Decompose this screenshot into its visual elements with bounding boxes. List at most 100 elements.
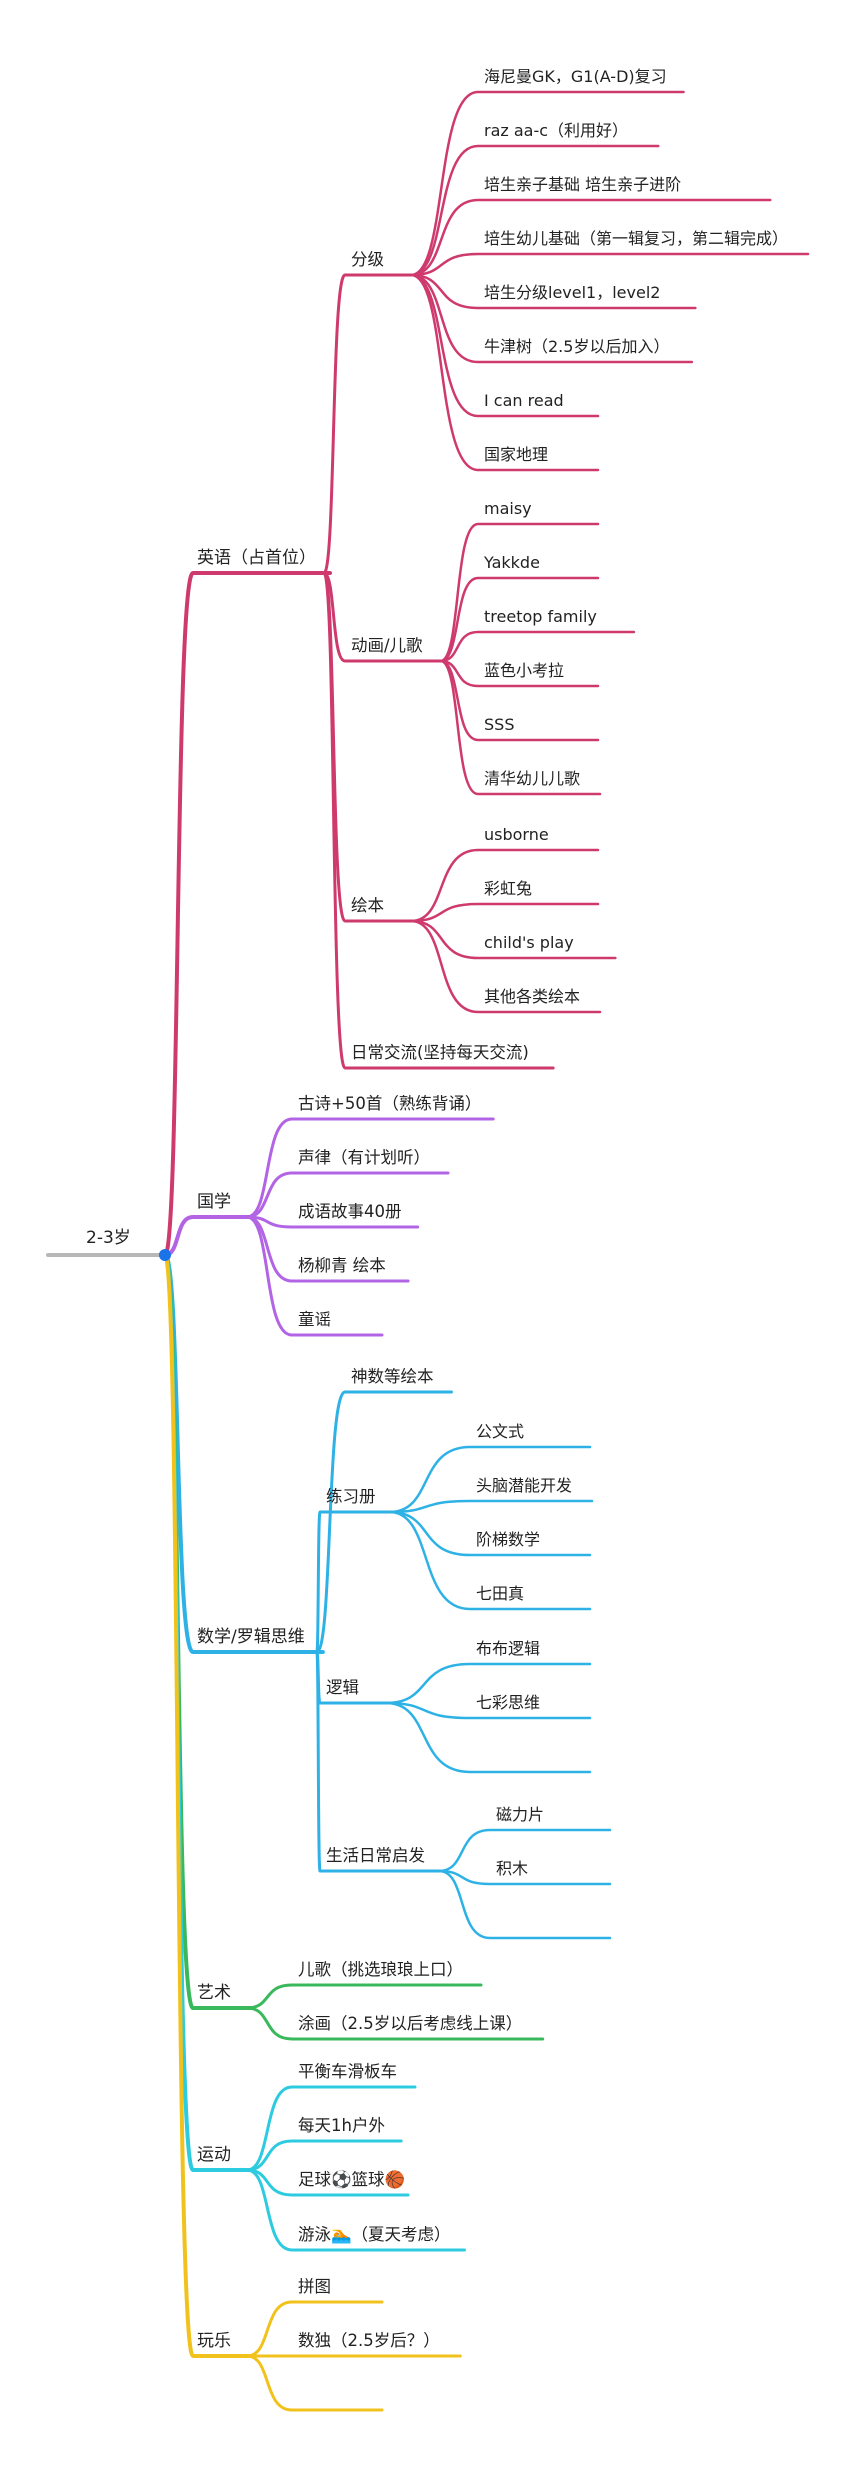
node-line-english-3 (322, 571, 555, 1070)
leaf-line-math-3-0 (437, 1828, 612, 1873)
leaf-line-english-0-1 (409, 144, 660, 277)
node-line-play-2 (245, 2354, 384, 2412)
leaf-label-math-1-2: 阶梯数学 (476, 1530, 540, 1549)
leaf-label-english-2-3: 其他各类绘本 (484, 987, 580, 1006)
node-line-guoxue-4 (245, 1215, 384, 1337)
node-label-play-0: 拼图 (298, 2277, 331, 2296)
leaf-label-english-2-2: child's play (484, 933, 574, 952)
leaf-line-english-0-0 (409, 90, 685, 277)
node-line-english-1 (322, 571, 447, 663)
leaf-label-math-1-1: 头脑潜能开发 (476, 1476, 572, 1495)
branch-label-guoxue: 国学 (197, 1192, 231, 1212)
node-label-english-3: 日常交流(坚持每天交流) (351, 1043, 529, 1062)
leaf-line-english-2-1 (409, 902, 600, 923)
node-label-sport-2: 足球⚽篮球🏀 (298, 2168, 406, 2190)
root-label: 2-3岁 (86, 1228, 131, 1248)
leaf-label-math-3-1: 积木 (496, 1859, 528, 1878)
branch-label-art: 艺术 (197, 1983, 231, 2003)
node-label-play-1: 数独（2.5岁后？） (298, 2331, 440, 2350)
node-label-guoxue-2: 成语故事40册 (298, 1202, 402, 1221)
leaf-line-english-0-3 (409, 252, 810, 277)
node-label-sport-3: 游泳🏊（夏天考虑） (298, 2225, 451, 2244)
leaf-label-english-1-0: maisy (484, 499, 532, 518)
leaf-line-english-1-1 (439, 576, 600, 663)
node-line-guoxue-1 (245, 1171, 450, 1219)
node-line-sport-0 (245, 2085, 417, 2172)
leaf-label-english-0-7: 国家地理 (484, 445, 548, 464)
leaf-label-english-2-0: usborne (484, 825, 549, 844)
leaf-label-english-0-5: 牛津树（2.5岁以后加入） (484, 337, 669, 356)
leaf-line-english-1-5 (439, 659, 602, 796)
leaf-label-english-0-3: 培生幼儿基础（第一辑复习，第二辑完成） (484, 229, 788, 248)
branch-line-guoxue (163, 1215, 255, 1257)
branch-label-sport: 运动 (197, 2145, 231, 2165)
leaf-label-english-0-6: I can read (484, 391, 564, 410)
leaf-line-english-0-7 (409, 273, 600, 472)
leaf-line-english-0-2 (409, 198, 772, 277)
leaf-line-english-0-6 (409, 273, 600, 418)
leaf-label-english-2-1: 彩虹兔 (484, 879, 532, 898)
node-label-math-3: 生活日常启发 (326, 1846, 425, 1865)
leaf-line-math-2-0 (384, 1662, 592, 1705)
node-line-sport-1 (245, 2139, 403, 2172)
node-line-english-2 (322, 571, 417, 923)
leaf-line-math-2-1 (384, 1701, 592, 1720)
leaf-label-math-2-1: 七彩思维 (476, 1693, 540, 1712)
leaf-label-english-0-0: 海尼曼GK，G1(A-D)复习 (484, 67, 667, 86)
node-label-guoxue-1: 声律（有计划听） (298, 1148, 430, 1167)
node-label-guoxue-4: 童谣 (298, 1310, 331, 1329)
node-line-art-0 (245, 1983, 483, 2010)
node-label-math-0: 神数等绘本 (351, 1367, 434, 1386)
connector-lines (46, 90, 810, 2412)
branch-label-english: 英语（占首位） (197, 548, 316, 568)
node-label-english-1: 动画/儿歌 (351, 636, 423, 655)
leaf-line-math-1-3 (388, 1510, 592, 1611)
leaf-label-english-0-2: 培生亲子基础 培生亲子进阶 (484, 175, 681, 194)
node-label-guoxue-3: 杨柳青 绘本 (298, 1256, 386, 1275)
leaf-label-math-1-0: 公文式 (476, 1422, 524, 1441)
node-label-english-0: 分级 (351, 250, 384, 269)
leaf-line-math-3-2 (437, 1869, 612, 1940)
branch-line-english (163, 571, 332, 1257)
leaf-label-math-1-3: 七田真 (476, 1584, 524, 1603)
node-label-english-2: 绘本 (351, 896, 384, 915)
node-label-sport-0: 平衡车滑板车 (298, 2062, 397, 2081)
leaf-line-english-1-0 (439, 522, 600, 663)
node-label-art-1: 涂画（2.5岁以后考虑线上课） (298, 2014, 522, 2033)
leaf-label-math-3-0: 磁力片 (496, 1805, 544, 1824)
leaf-line-english-2-3 (409, 919, 602, 1014)
leaf-label-english-1-2: treetop family (484, 607, 597, 626)
leaf-line-math-1-0 (388, 1445, 592, 1514)
node-line-sport-3 (245, 2168, 466, 2252)
leaf-label-english-1-3: 蓝色小考拉 (484, 661, 564, 680)
node-label-sport-1: 每天1h户外 (298, 2116, 385, 2135)
leaf-label-english-1-5: 清华幼儿儿歌 (484, 769, 580, 788)
branch-label-play: 玩乐 (197, 2331, 231, 2351)
leaf-label-english-0-4: 培生分级level1，level2 (484, 283, 660, 302)
node-line-english-0 (322, 273, 417, 575)
leaf-line-math-1-1 (388, 1499, 594, 1514)
leaf-line-english-1-3 (439, 659, 600, 688)
branch-line-play (163, 1253, 255, 2358)
node-line-guoxue-2 (245, 1215, 420, 1229)
node-line-math-0 (315, 1390, 453, 1654)
leaf-line-math-1-2 (388, 1510, 592, 1557)
node-line-math-3 (315, 1650, 445, 1873)
node-label-math-1: 练习册 (326, 1487, 376, 1506)
node-line-play-0 (245, 2300, 384, 2358)
leaf-line-english-1-2 (439, 630, 636, 663)
node-line-sport-2 (245, 2168, 410, 2197)
node-line-guoxue-0 (245, 1117, 495, 1219)
leaf-line-math-2-2 (384, 1701, 592, 1774)
leaf-label-math-2-0: 布布逻辑 (476, 1639, 540, 1658)
root-dot (159, 1249, 171, 1261)
node-label-math-2: 逻辑 (326, 1678, 359, 1697)
leaf-line-english-0-5 (409, 273, 694, 364)
leaf-line-english-2-2 (409, 919, 617, 960)
node-label-guoxue-0: 古诗+50首（熟练背诵） (298, 1094, 481, 1113)
leaf-line-math-3-1 (437, 1869, 612, 1886)
leaf-line-english-0-4 (409, 273, 697, 310)
node-line-art-1 (245, 2006, 545, 2041)
leaf-label-english-1-1: Yakkde (483, 553, 540, 572)
